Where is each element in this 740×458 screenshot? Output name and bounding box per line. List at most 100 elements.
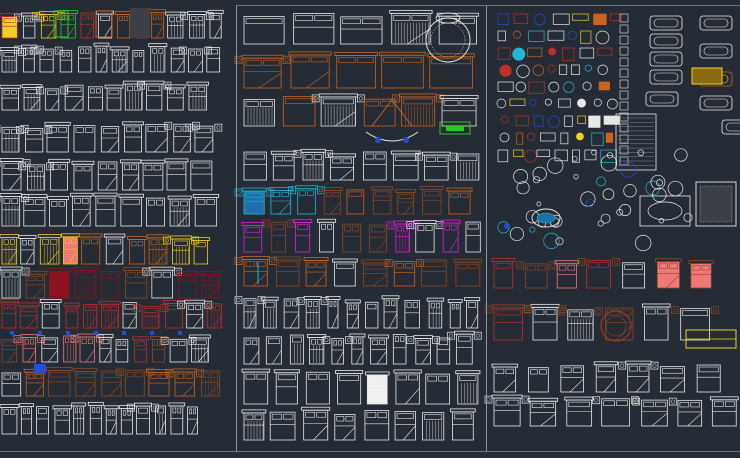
bed-block[interactable] [369, 224, 388, 253]
bed-block[interactable] [368, 334, 390, 365]
tile-symbol[interactable] [619, 24, 629, 34]
bed-block[interactable] [293, 148, 333, 181]
bed-block[interactable] [97, 333, 114, 363]
bed-block[interactable] [185, 123, 223, 153]
bed-block[interactable] [13, 334, 45, 363]
bed-block[interactable] [465, 221, 481, 253]
bed-block[interactable] [97, 161, 118, 191]
bed-block[interactable] [73, 367, 98, 397]
bed-block[interactable] [394, 411, 416, 441]
bed-block[interactable] [165, 84, 186, 111]
bed-block[interactable] [709, 396, 739, 427]
bed-block[interactable] [87, 401, 104, 435]
bed-block[interactable] [63, 302, 81, 329]
bed-block[interactable] [395, 189, 417, 215]
bed-block[interactable] [415, 151, 458, 181]
bed-block[interactable] [577, 258, 620, 289]
bed-block[interactable] [605, 307, 634, 341]
bed-block[interactable] [179, 46, 212, 73]
bed-block[interactable] [0, 404, 20, 435]
bed-block[interactable] [425, 373, 450, 405]
bed-block[interactable] [103, 405, 119, 435]
bed-block[interactable] [0, 13, 20, 39]
bed-block[interactable] [164, 158, 189, 191]
bed-block[interactable] [406, 220, 444, 253]
bed-block[interactable] [390, 150, 421, 181]
bed-block[interactable] [46, 367, 73, 397]
bed-block[interactable] [592, 396, 639, 427]
tile-symbol[interactable] [619, 90, 629, 100]
bed-block[interactable] [516, 261, 557, 289]
bed-block[interactable] [564, 396, 595, 427]
bed-block[interactable] [148, 43, 168, 73]
bed-block[interactable] [132, 304, 169, 329]
bed-block[interactable] [0, 84, 21, 111]
bed-block[interactable] [293, 219, 313, 253]
bed-block[interactable] [274, 256, 302, 287]
bed-block[interactable] [180, 11, 214, 39]
bed-block[interactable] [132, 336, 149, 363]
bed-block[interactable] [176, 271, 199, 299]
bed-block[interactable] [491, 257, 516, 289]
bed-block[interactable] [273, 369, 300, 405]
bed-block[interactable] [163, 235, 199, 265]
bed-block[interactable] [199, 270, 222, 299]
bed-block[interactable] [132, 50, 145, 73]
bed-block[interactable] [370, 186, 394, 215]
round-table-symbols[interactable] [497, 148, 693, 252]
bed-block[interactable] [393, 369, 422, 405]
green-bed-block[interactable] [439, 121, 471, 135]
bed-block[interactable] [115, 367, 154, 397]
bed-block[interactable] [317, 218, 337, 253]
bed-block[interactable] [18, 403, 34, 435]
bed-block[interactable] [406, 335, 440, 365]
highlight-swatches[interactable] [53, 8, 150, 38]
bed-block[interactable] [243, 151, 267, 181]
bed-block[interactable] [127, 402, 159, 435]
bed-block[interactable] [150, 336, 168, 363]
bed-block[interactable] [104, 84, 124, 111]
bed-block[interactable] [186, 81, 210, 111]
bed-block[interactable] [99, 300, 121, 329]
bed-block[interactable] [1, 372, 22, 397]
bed-block[interactable] [35, 86, 69, 111]
bed-block[interactable] [168, 402, 186, 435]
bed-block[interactable] [122, 302, 137, 329]
tile-symbol[interactable] [619, 57, 629, 67]
bed-block[interactable] [142, 266, 182, 299]
bed-block[interactable] [404, 299, 420, 329]
bed-block[interactable] [100, 126, 120, 153]
bed-block[interactable] [23, 270, 47, 299]
bed-block[interactable] [335, 370, 364, 405]
bed-block[interactable] [447, 330, 482, 365]
bed-block[interactable] [118, 193, 144, 227]
bed-block[interactable] [189, 334, 211, 363]
bed-block[interactable] [622, 262, 645, 289]
round-red-bed-block[interactable] [600, 310, 632, 342]
bed-block[interactable] [268, 186, 294, 215]
bed-block[interactable] [282, 96, 316, 127]
bed-block[interactable] [41, 337, 59, 363]
bed-block[interactable] [420, 259, 447, 287]
bed-block[interactable] [234, 54, 291, 89]
tile-symbol[interactable] [619, 123, 629, 133]
bed-block[interactable] [192, 194, 220, 227]
bed-block[interactable] [37, 234, 62, 265]
bed-block[interactable] [307, 334, 327, 365]
bed-block[interactable] [243, 337, 260, 365]
bed-block[interactable] [305, 371, 330, 405]
bed-block[interactable] [70, 192, 93, 227]
bed-block[interactable] [558, 307, 603, 341]
bed-block[interactable] [554, 260, 579, 289]
round-bed-block[interactable] [425, 12, 471, 63]
bed-block[interactable] [123, 267, 150, 299]
bed-block[interactable] [332, 258, 358, 287]
bed-block[interactable] [31, 11, 66, 39]
bed-block[interactable] [632, 397, 677, 427]
bed-block[interactable] [363, 98, 396, 127]
bed-block[interactable] [177, 299, 213, 329]
bed-block[interactable] [191, 237, 210, 265]
bed-block[interactable] [446, 187, 473, 215]
bed-block[interactable] [392, 334, 407, 365]
